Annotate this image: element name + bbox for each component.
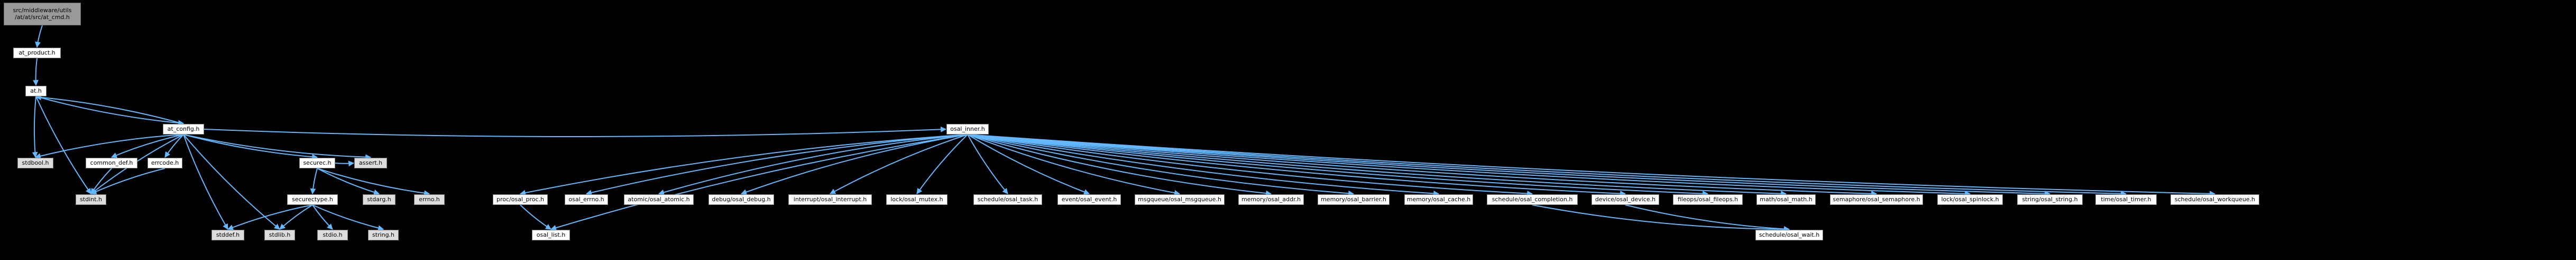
graph-edge (310, 168, 318, 195)
graph-node-osal_barrier[interactable]: memory/osal_barrier.h (1318, 194, 1390, 205)
graph-node-osal_workqueue[interactable]: schedule/osal_workqueue.h (2170, 194, 2259, 205)
graph-node-osal_proc[interactable]: proc/osal_proc.h (493, 194, 548, 205)
graph-node-osal_interrupt[interactable]: interrupt/osal_interrupt.h (788, 194, 872, 205)
graph-edge (916, 134, 968, 194)
graph-edge (164, 134, 184, 158)
graph-edge (967, 134, 1181, 196)
graph-edge (183, 134, 280, 230)
graph-edge (967, 134, 1355, 196)
graph-node-errcode[interactable]: errcode.h (148, 158, 182, 168)
graph-edge (204, 126, 947, 137)
graph-edge (967, 134, 1008, 194)
graph-node-stddef[interactable]: stddef.h (211, 230, 244, 240)
graph-edge (967, 134, 2127, 197)
graph-node-osal_mutex[interactable]: lock/osal_mutex.h (886, 194, 947, 205)
graph-node-securec[interactable]: securec.h (299, 158, 335, 168)
graph-edge (967, 134, 1626, 197)
graph-node-osal_wait[interactable]: schedule/osal_wait.h (1755, 230, 1823, 240)
graph-edge (111, 134, 184, 158)
graph-edge (227, 204, 313, 230)
graph-node-osal_debug[interactable]: debug/osal_debug.h (709, 194, 774, 205)
graph-edge (658, 134, 968, 195)
graph-node-osal_device[interactable]: device/osal_device.h (1591, 194, 1659, 205)
graph-edge (183, 134, 228, 230)
graph-node-osal_timer[interactable]: time/osal_timer.h (2095, 194, 2157, 205)
graph-node-osal_string[interactable]: string/osal_string.h (2017, 194, 2083, 205)
graph-node-errno[interactable]: errno.h (414, 194, 445, 205)
graph-edge (967, 134, 1971, 197)
graph-edge (183, 134, 318, 160)
graph-edge (520, 204, 551, 230)
graph-node-osal_semaphore[interactable]: semaphore/osal_semaphore.h (1830, 194, 1923, 205)
graph-node-osal_completion[interactable]: schedule/osal_completion.h (1487, 194, 1578, 205)
graph-node-osal_list[interactable]: osal_list.h (532, 230, 570, 240)
graph-edge (967, 134, 2051, 197)
graph-edge (967, 134, 1787, 197)
graph-edge (35, 25, 43, 48)
graph-edge (1625, 204, 1790, 232)
graph-edge (279, 204, 313, 230)
graph-edge (312, 204, 333, 230)
graph-node-osal_inner[interactable]: osal_inner.h (946, 124, 989, 135)
graph-node-osal_cache[interactable]: memory/osal_cache.h (1404, 194, 1473, 205)
graph-edge (830, 134, 968, 194)
graph-node-osal_math[interactable]: math/osal_math.h (1756, 194, 1816, 205)
graph-edge (90, 168, 165, 194)
graph-node-at[interactable]: at.h (25, 86, 47, 96)
graph-node-osal_task[interactable]: schedule/osal_task.h (973, 194, 1042, 205)
graph-edge (32, 96, 38, 158)
graph-node-stdlib[interactable]: stdlib.h (264, 230, 295, 240)
graph-edge (967, 134, 1272, 196)
graph-node-osal_fileops[interactable]: fileops/osal_fileops.h (1673, 194, 1743, 205)
graph-edge (585, 134, 968, 196)
graph-node-string[interactable]: string.h (368, 230, 399, 240)
graph-node-at_config[interactable]: at_config.h (163, 124, 204, 135)
graph-edge (317, 168, 380, 195)
graph-node-osal_errno[interactable]: osal_errno.h (565, 194, 608, 205)
graph-edge (550, 134, 968, 231)
graph-edge (34, 134, 184, 159)
graph-edge (35, 96, 91, 194)
graph-node-osal_msgqueue[interactable]: msgqueue/osal_msgqueue.h (1135, 194, 1225, 205)
graph-node-osal_event[interactable]: event/osal_event.h (1057, 194, 1121, 205)
graph-node-root[interactable]: src/middleware/utils /at/at/src/at_cmd.h (4, 3, 81, 25)
graph-edge (967, 134, 2216, 197)
graph-node-osal_atomic[interactable]: atomic/osal_atomic.h (624, 194, 694, 205)
graph-edge (317, 168, 430, 196)
graph-node-securectype[interactable]: securectype.h (287, 194, 338, 205)
graph-edge (740, 134, 968, 195)
graph-edge (967, 134, 1440, 196)
graph-node-at_product[interactable]: at_product.h (13, 48, 61, 58)
graph-node-stdbool[interactable]: stdbool.h (17, 158, 53, 168)
graph-node-stdarg[interactable]: stdarg.h (363, 194, 395, 205)
graph-edge (967, 134, 1709, 197)
graph-edge (967, 134, 1533, 196)
graph-node-stdio[interactable]: stdio.h (317, 230, 348, 240)
graph-edge (1532, 204, 1790, 232)
graph-node-osal_spinlock[interactable]: lock/osal_spinlock.h (1937, 194, 2003, 205)
graph-edge (519, 134, 968, 196)
graph-node-stdint[interactable]: stdint.h (76, 194, 106, 205)
graph-edge (967, 134, 1878, 197)
graph-edge (33, 58, 39, 86)
graph-edge (35, 94, 184, 124)
graph-edge (312, 204, 384, 231)
graph-edge (35, 96, 185, 126)
graph-node-osal_addr[interactable]: memory/osal_addr.h (1238, 194, 1304, 205)
graph-edge (183, 134, 372, 160)
graph-edge (967, 134, 1090, 195)
graph-node-assert[interactable]: assert.h (354, 158, 387, 168)
graph-node-common_def[interactable]: common_def.h (86, 158, 137, 168)
graph-edge (335, 160, 355, 167)
